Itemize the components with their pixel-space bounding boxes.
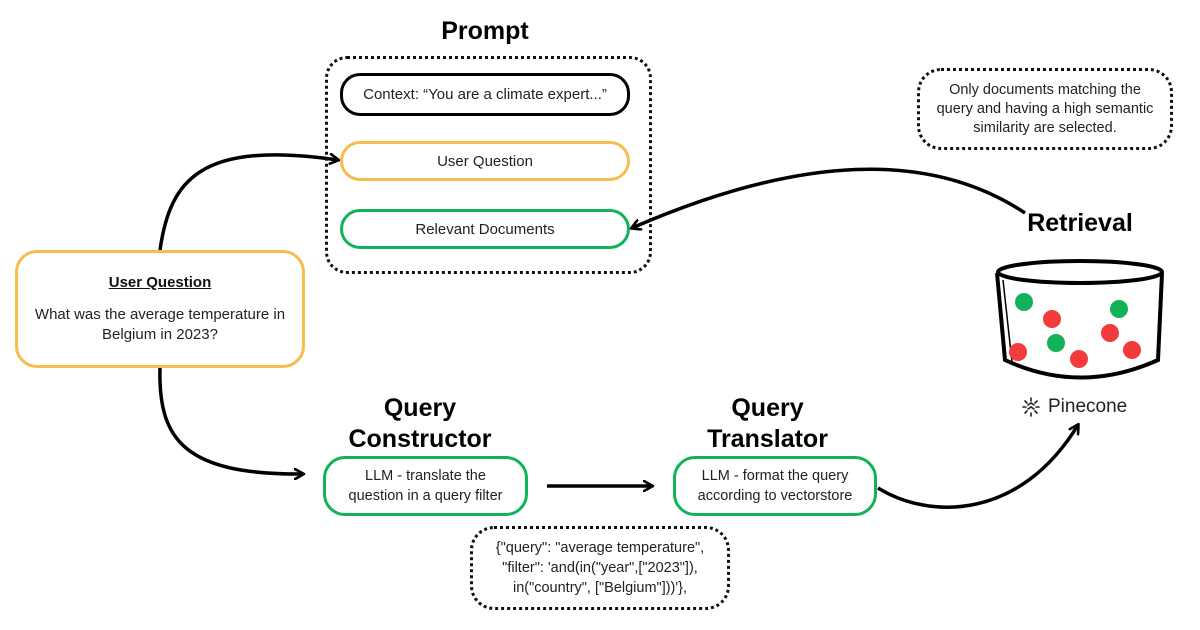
arrow-translator-to-vectorstore (877, 425, 1078, 509)
user-question-card: User Question What was the average tempe… (15, 250, 305, 368)
query-translator-line: LLM - format the query (701, 468, 849, 484)
retrieval-note-line: Only documents matching the (949, 81, 1141, 98)
arrow-retrieval-to-documents (632, 167, 1026, 228)
prompt-relevant-documents-pill: Relevant Documents (340, 209, 630, 249)
filter-example-line: "filter": 'and(in("year",["2023"]), (502, 560, 698, 576)
filter-example-line: in("country", ["Belgium"]))'}, (512, 580, 688, 596)
query-translator-title-line: Query (731, 394, 804, 422)
query-filter-example: {"query": "average temperature", "filter… (470, 526, 730, 610)
retrieval-title: Retrieval (1027, 209, 1133, 237)
query-translator-line: according to vectorstore (697, 488, 853, 504)
prompt-title: Prompt (441, 17, 529, 45)
prompt-container (325, 56, 652, 274)
filter-example-line: {"query": "average temperature", (495, 540, 705, 556)
arrow-question-to-constructor (158, 367, 303, 474)
arrow-question-to-prompt (158, 155, 338, 251)
user-question-line: Belgium in 2023? (102, 325, 218, 343)
query-constructor-line: question in a query filter (348, 488, 503, 504)
query-constructor-line: LLM - translate the (365, 468, 486, 484)
query-translator-box: LLM - format the query according to vect… (673, 456, 877, 516)
pinecone-logo-icon (1022, 397, 1040, 417)
pinecone-brand-label: Pinecone (1048, 396, 1128, 417)
pinecone-brand: Pinecone (1020, 396, 1127, 418)
retrieval-note: Only documents matching the query and ha… (917, 68, 1173, 150)
query-translator-title: Query Translator (690, 393, 845, 455)
retrieval-note-line: similarity are selected. (973, 119, 1117, 136)
retrieval-note-line: query and having a high semantic (936, 100, 1154, 117)
query-constructor-box: LLM - translate the question in a query … (323, 456, 528, 516)
user-question-line: What was the average temperature in (34, 305, 286, 323)
query-constructor-title: Query Constructor (335, 393, 505, 455)
prompt-user-question-pill: User Question (340, 141, 630, 181)
query-constructor-title-line: Constructor (348, 425, 492, 453)
query-translator-title-line: Translator (707, 425, 828, 453)
prompt-context-pill: Context: “You are a climate expert...” (340, 73, 630, 116)
query-constructor-title-line: Query (383, 394, 457, 422)
user-question-heading: User Question (108, 273, 212, 291)
